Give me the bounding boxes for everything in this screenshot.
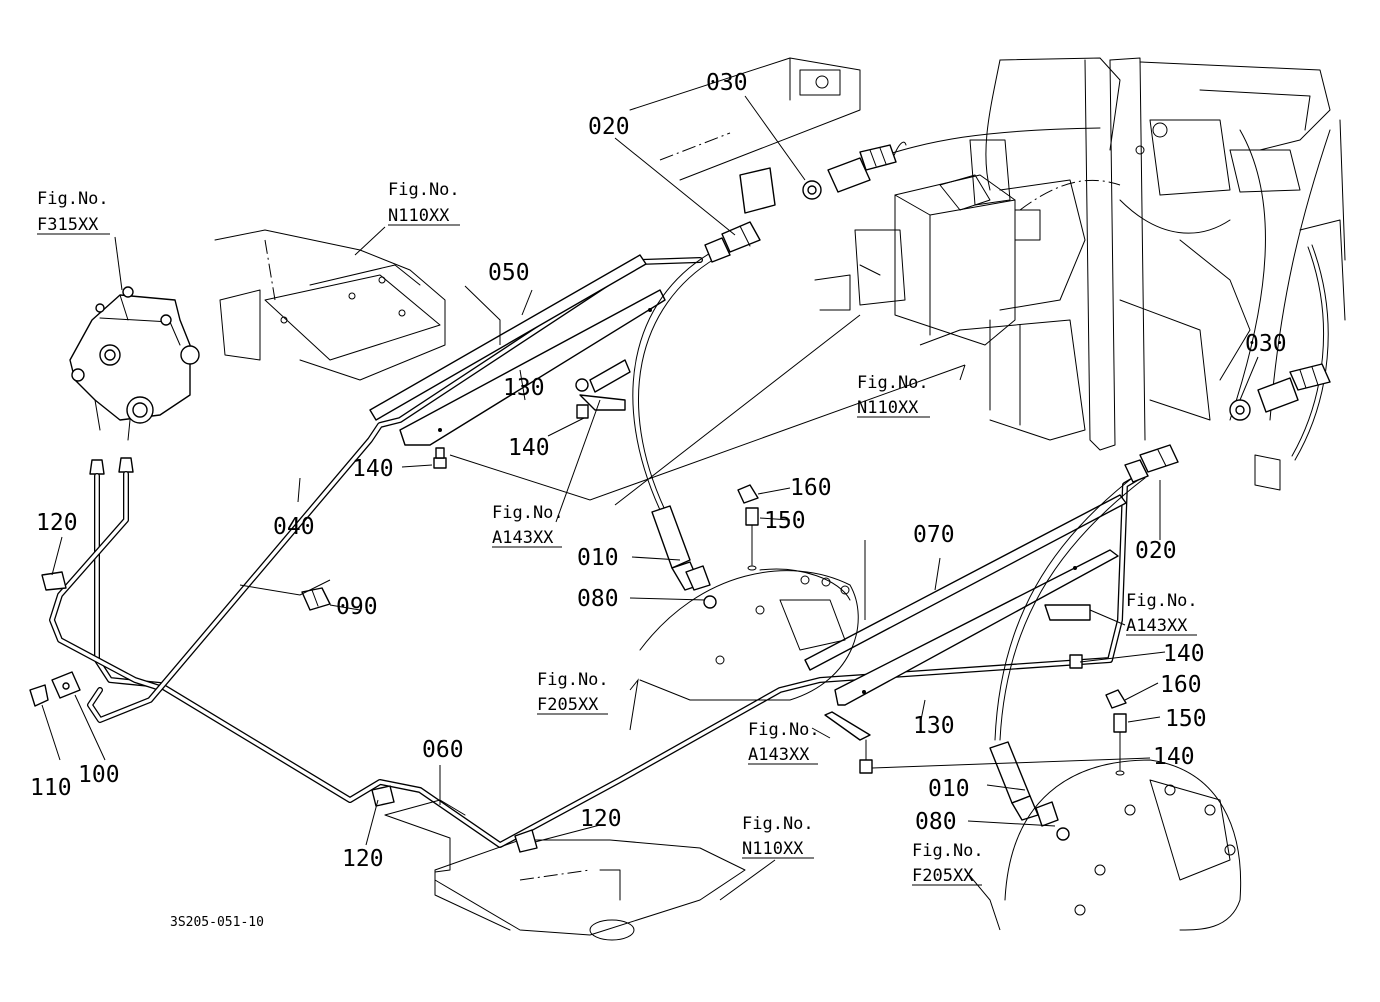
bleeder-150-160-b xyxy=(1105,689,1127,776)
fitting-030-upper xyxy=(739,144,897,214)
fig-ref-prefix-n110-upper: Fig.No. xyxy=(388,180,460,200)
label-010-right: 010 xyxy=(928,776,970,802)
hose-010-left xyxy=(632,251,717,609)
fig-ref-prefix-f315: Fig.No. xyxy=(37,189,109,209)
hose-upper-long xyxy=(869,127,1101,161)
label-160-right: 160 xyxy=(1160,672,1202,698)
bolt-140-b xyxy=(433,447,447,469)
fitting-020-right xyxy=(1124,444,1179,483)
brake-drum-right xyxy=(1004,759,1242,931)
bolt-140-c xyxy=(1069,654,1083,669)
label-100: 100 xyxy=(78,762,120,788)
fig-ref-prefix-a143-upper: Fig.No. xyxy=(492,503,564,523)
bracket-plate-lower xyxy=(824,604,1091,741)
brake-valve-assembly xyxy=(69,286,200,475)
label-090: 090 xyxy=(336,594,378,620)
fig-ref-n110-lower: N110XX xyxy=(742,839,804,859)
label-030-upper: 030 xyxy=(706,70,748,96)
leader-lines xyxy=(41,95,1259,931)
joint-100 xyxy=(51,671,81,699)
fig-ref-f205-right: F205XX xyxy=(912,866,974,886)
label-030-right: 030 xyxy=(1245,331,1287,357)
label-020-upper: 020 xyxy=(588,114,630,140)
label-120-bottom-right: 120 xyxy=(580,806,622,832)
bracket-n110-upper xyxy=(214,229,446,381)
fig-ref-prefix-n110-mid: Fig.No. xyxy=(857,373,929,393)
hose-right-long xyxy=(1291,244,1329,461)
label-040: 040 xyxy=(273,514,315,540)
fig-ref-prefix-a143-lower: Fig.No. xyxy=(748,720,820,740)
bolt-140-a xyxy=(575,378,589,419)
fitting-020-upper xyxy=(704,221,761,263)
label-010-left: 010 xyxy=(577,545,619,571)
fig-ref-prefix-a143-right: Fig.No. xyxy=(1126,591,1198,611)
label-080-left: 080 xyxy=(577,586,619,612)
label-070: 070 xyxy=(913,522,955,548)
label-050: 050 xyxy=(488,260,530,286)
bleeder-150-160-a xyxy=(737,484,759,571)
label-130-lower: 130 xyxy=(913,713,955,739)
hose-010-right xyxy=(989,471,1146,841)
label-130-upper: 130 xyxy=(503,375,545,401)
clamp-090 xyxy=(301,587,331,611)
fig-ref-f205-left: F205XX xyxy=(537,695,599,715)
tube-cover-070 xyxy=(804,494,1127,706)
fig-ref-a143-lower: A143XX xyxy=(748,745,810,765)
fig-ref-prefix-n110-lower: Fig.No. xyxy=(742,814,814,834)
bolt-110 xyxy=(29,684,49,707)
label-060: 060 xyxy=(422,737,464,763)
tube-040 xyxy=(94,472,1145,848)
bracket-n110-lower xyxy=(384,799,746,941)
label-140-upper-a: 140 xyxy=(508,435,550,461)
figure-reference-labels: Fig.No. F315XX Fig.No. N110XX Fig.No. N1… xyxy=(37,180,1198,886)
drawing-code: 3S205-051-10 xyxy=(170,915,264,930)
label-120-bottom-left: 120 xyxy=(342,846,384,872)
brake-drum-left xyxy=(639,568,859,701)
fig-ref-prefix-f205-left: Fig.No. xyxy=(537,670,609,690)
fig-ref-prefix-f205-right: Fig.No. xyxy=(912,841,984,861)
frame-beam-top xyxy=(629,57,861,181)
clamp-120-bottom-left xyxy=(371,785,395,807)
tube-cover-050 xyxy=(369,254,666,446)
bolt-140-d xyxy=(859,739,873,774)
fig-ref-a143-upper: A143XX xyxy=(492,528,554,548)
tube-upper xyxy=(87,257,703,723)
label-020-right: 020 xyxy=(1135,538,1177,564)
fig-ref-f315: F315XX xyxy=(37,215,99,235)
label-160-left: 160 xyxy=(790,475,832,501)
label-140-right-b: 140 xyxy=(1153,744,1195,770)
clamp-120-bottom-right xyxy=(514,829,538,853)
label-120-top: 120 xyxy=(36,510,78,536)
fig-ref-n110-mid: N110XX xyxy=(857,398,919,418)
part-number-labels: 030 020 050 130 140 140 040 120 090 010 … xyxy=(30,70,1287,872)
fitting-030-right xyxy=(1229,363,1331,491)
fig-ref-a143-right: A143XX xyxy=(1126,616,1188,636)
label-150-right: 150 xyxy=(1165,706,1207,732)
label-140-upper-b: 140 xyxy=(352,456,394,482)
tube-060 xyxy=(49,471,163,691)
label-080-right: 080 xyxy=(915,809,957,835)
clamp-120-top xyxy=(41,571,67,591)
fig-ref-n110-upper: N110XX xyxy=(388,206,450,226)
label-150-left: 150 xyxy=(764,508,806,534)
tractor-frame xyxy=(814,57,1346,451)
bracket-plate-upper xyxy=(579,359,631,411)
label-140-right-a: 140 xyxy=(1163,641,1205,667)
label-110: 110 xyxy=(30,775,72,801)
